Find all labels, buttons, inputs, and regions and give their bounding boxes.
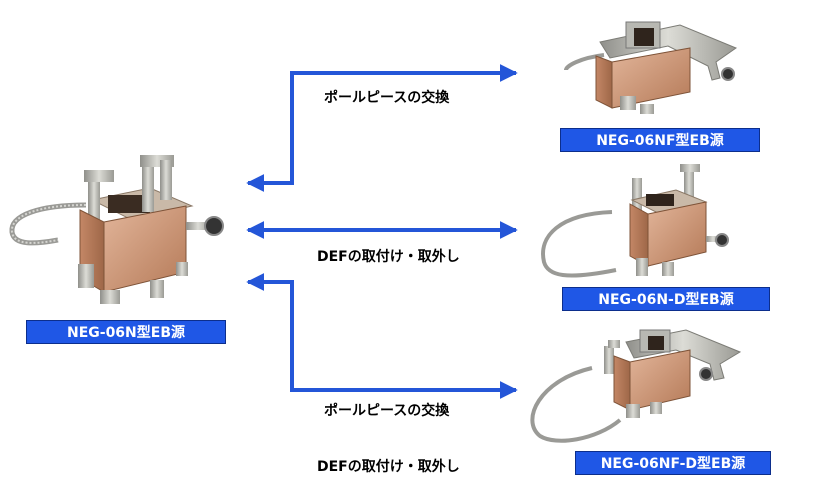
- caption-def-attach-detach-2: DEFの取付け・取外し: [317, 459, 460, 475]
- main-unit-label: NEG-06N型EB源: [26, 320, 226, 344]
- n-d-unit-photo: [541, 164, 729, 278]
- variant-label-n-d: NEG-06N-D型EB源: [562, 287, 770, 311]
- nf-unit-photo: [564, 21, 738, 114]
- nf-d-unit-photo: [530, 329, 742, 443]
- caption-def-attach-detach-1: DEFの取付け・取外し: [317, 249, 460, 265]
- arrow-to-nf-d: [246, 273, 518, 399]
- caption-pole-piece-exchange-1: ポールピースの交換: [324, 90, 450, 106]
- main-unit-photo: [9, 155, 224, 304]
- caption-pole-piece-exchange-2: ポールピースの交換: [324, 403, 450, 419]
- arrow-to-nf: [246, 64, 518, 192]
- variant-label-nf: NEG-06NF型EB源: [560, 128, 760, 152]
- variant-label-nf-d: NEG-06NF-D型EB源: [575, 451, 771, 475]
